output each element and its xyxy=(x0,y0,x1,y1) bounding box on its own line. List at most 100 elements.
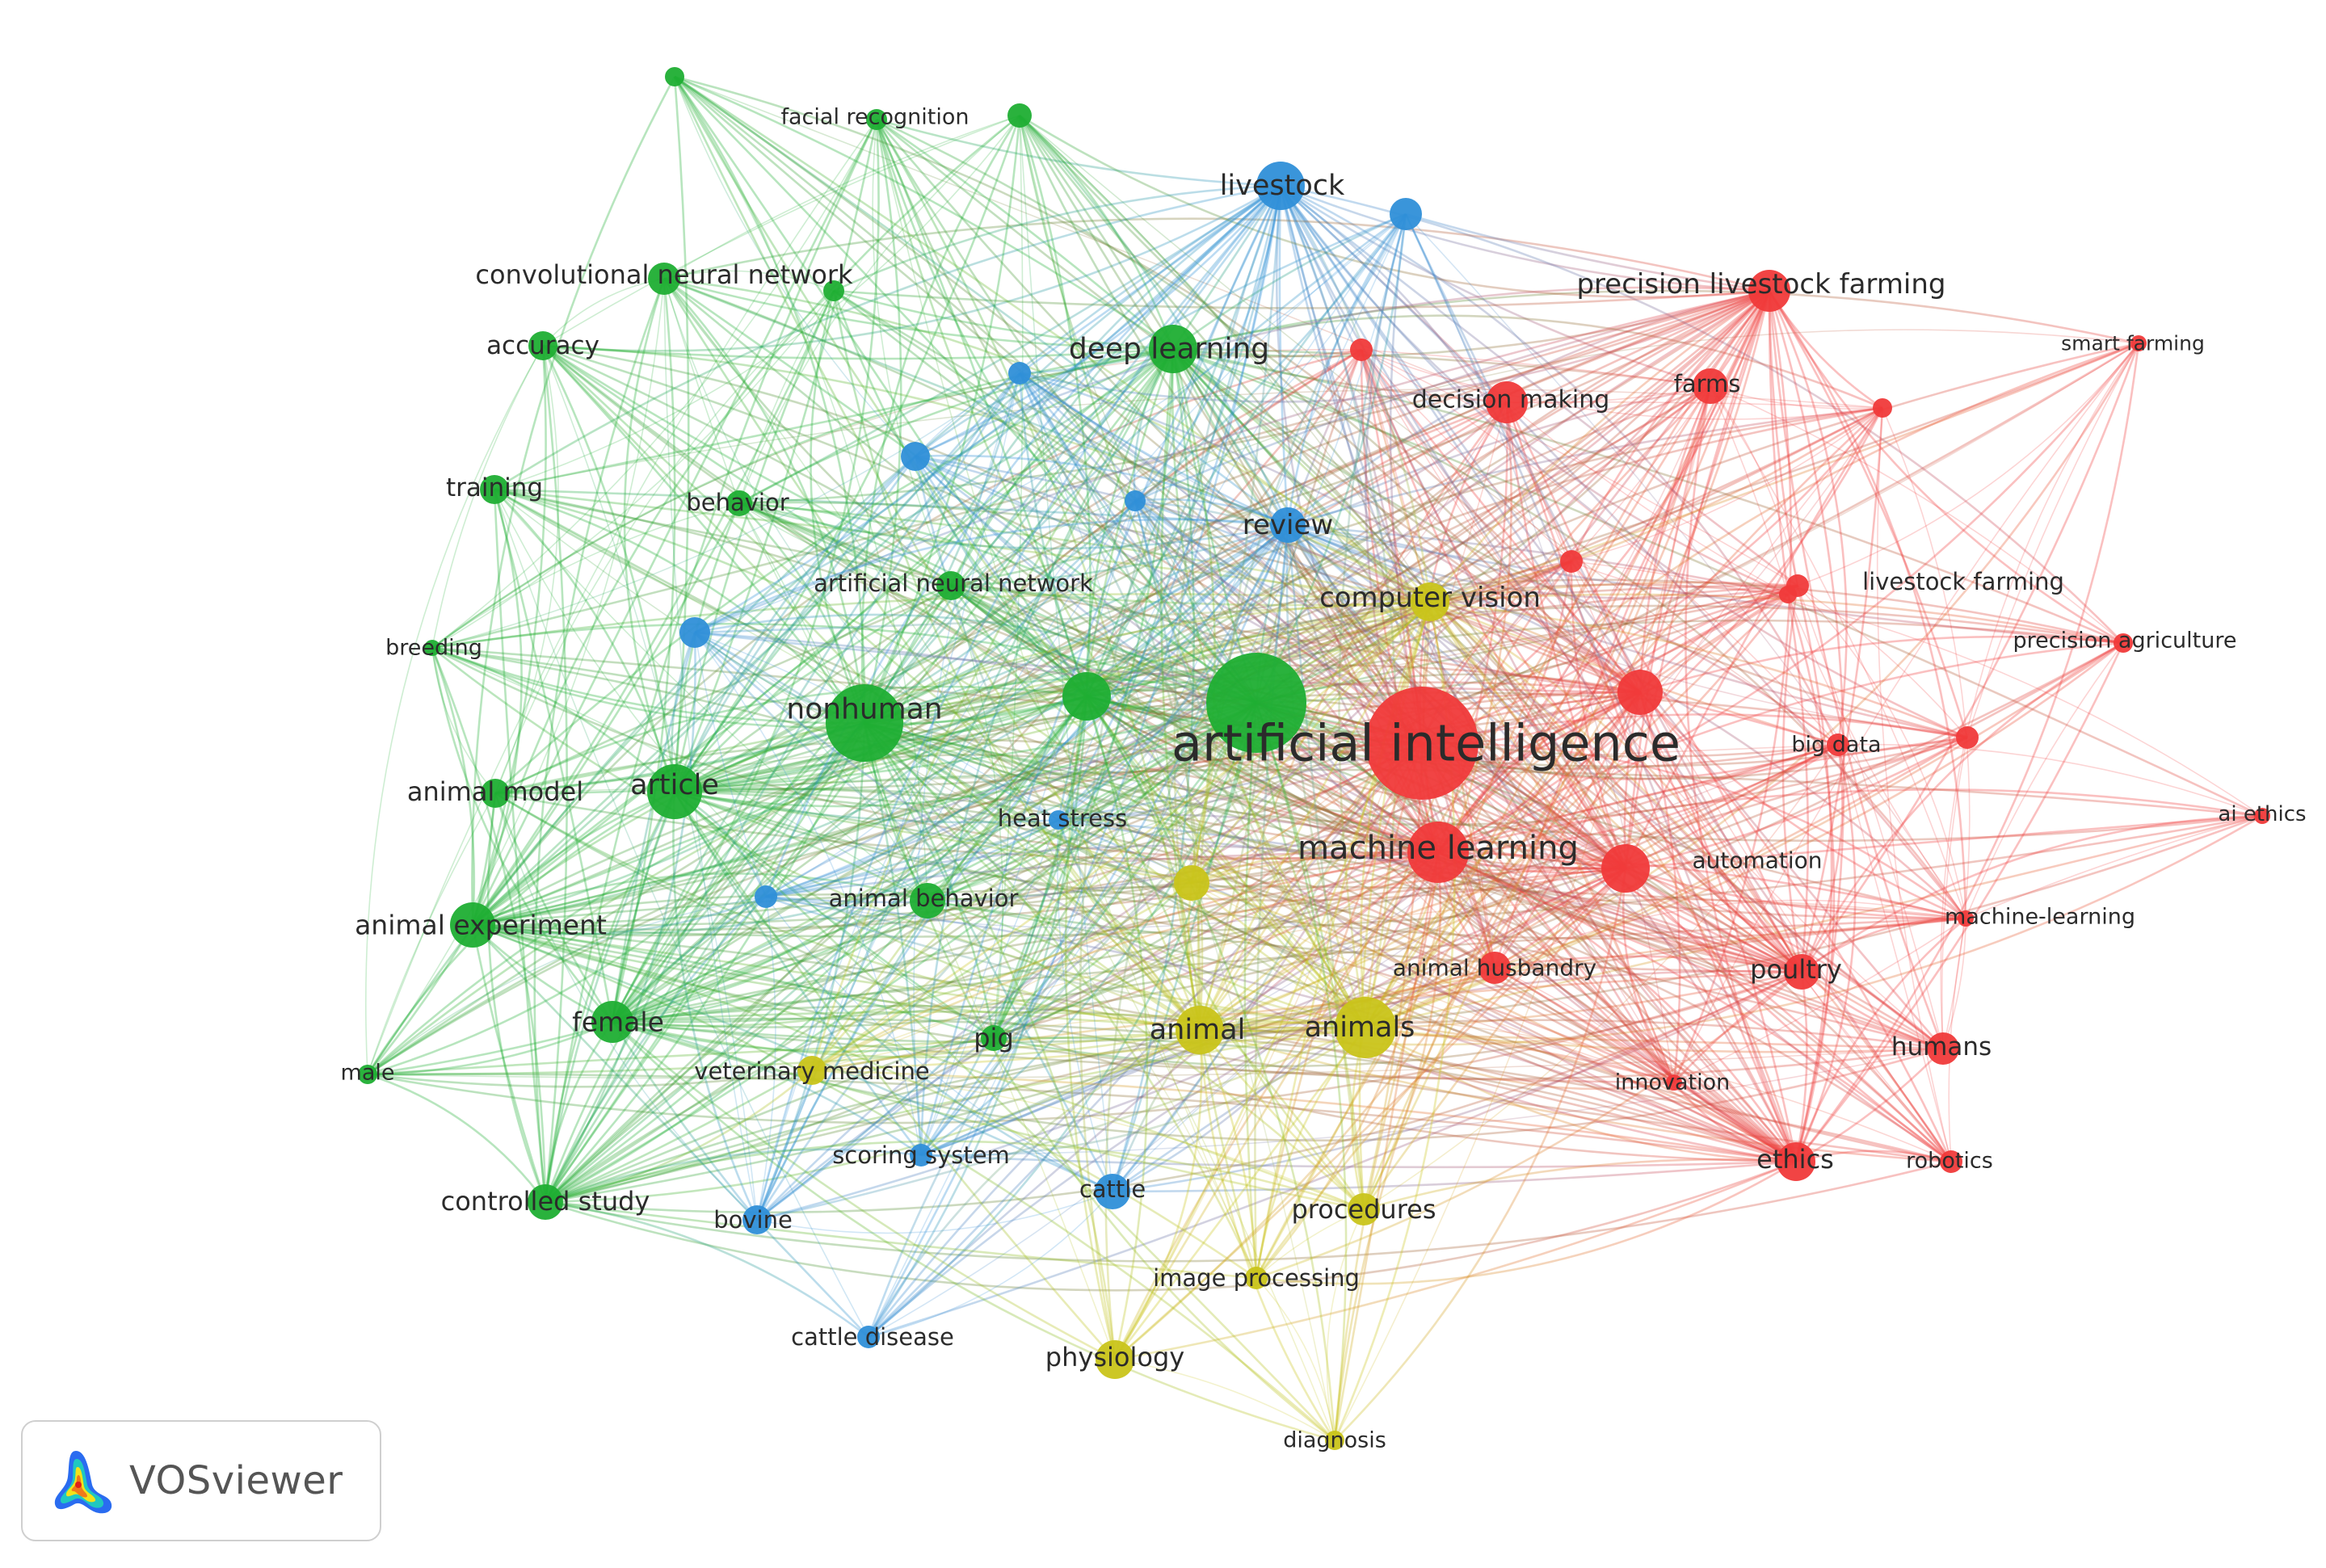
node-g3[interactable] xyxy=(823,280,844,301)
node-dm[interactable] xyxy=(1486,381,1528,423)
network-link xyxy=(472,695,1087,927)
node-review[interactable] xyxy=(1270,507,1306,543)
network-link xyxy=(1019,115,1175,350)
node-plf[interactable] xyxy=(1748,270,1790,312)
node-diag[interactable] xyxy=(1325,1431,1344,1450)
node-ml[interactable] xyxy=(1407,822,1469,883)
network-link xyxy=(1404,213,1803,973)
node-b1[interactable] xyxy=(1390,198,1422,230)
node-proc[interactable] xyxy=(1348,1193,1380,1225)
node-farms[interactable] xyxy=(1693,368,1728,404)
node-livestock[interactable] xyxy=(1256,162,1305,210)
node-vet[interactable] xyxy=(797,1056,827,1085)
network-link xyxy=(1333,290,1771,1441)
node-b4[interactable] xyxy=(1125,490,1146,511)
network-link xyxy=(1768,290,1945,1049)
network-link xyxy=(1494,967,1675,1083)
node-article[interactable] xyxy=(647,764,702,819)
node-label-humans: humans xyxy=(1891,1032,1992,1061)
node-ah[interactable] xyxy=(1478,952,1511,984)
node-gmid[interactable] xyxy=(1062,672,1111,721)
node-b2[interactable] xyxy=(1008,362,1031,385)
node-cdis[interactable] xyxy=(857,1326,880,1348)
node-label-cv: computer vision xyxy=(1319,582,1541,614)
node-cstudy[interactable] xyxy=(528,1184,563,1220)
node-pig[interactable] xyxy=(981,1025,1007,1051)
node-animals[interactable] xyxy=(1335,997,1396,1058)
node-face[interactable] xyxy=(866,109,887,130)
node-y1[interactable] xyxy=(1174,865,1209,901)
network-link xyxy=(545,1160,1797,1292)
network-link xyxy=(1279,185,1803,973)
node-label-pa: precision agriculture xyxy=(2013,628,2237,654)
node-ethics[interactable] xyxy=(1777,1142,1815,1181)
node-innov[interactable] xyxy=(1666,1074,1682,1091)
node-breed[interactable] xyxy=(424,640,440,656)
node-smart[interactable] xyxy=(2130,335,2147,351)
network-link xyxy=(494,184,1281,491)
node-phys[interactable] xyxy=(1096,1340,1134,1379)
node-r2[interactable] xyxy=(1617,670,1663,715)
network-link xyxy=(867,600,1431,1338)
network-link xyxy=(471,290,835,926)
node-animal[interactable] xyxy=(1176,1006,1224,1054)
node-r3[interactable] xyxy=(1560,550,1583,573)
node-r1[interactable] xyxy=(1350,338,1373,361)
node-ai[interactable] xyxy=(1365,687,1478,800)
network-link xyxy=(1334,868,1627,1441)
node-humans[interactable] xyxy=(1927,1032,1959,1065)
node-cnn[interactable] xyxy=(648,263,680,295)
node-g1[interactable] xyxy=(665,67,684,86)
node-mldash[interactable] xyxy=(1958,910,1974,927)
network-link xyxy=(765,851,1439,898)
node-female[interactable] xyxy=(591,1001,633,1043)
network-link xyxy=(472,895,767,935)
node-auto[interactable] xyxy=(1601,844,1650,893)
node-train[interactable] xyxy=(480,475,509,504)
node-behav[interactable] xyxy=(726,490,752,516)
node-cv[interactable] xyxy=(1411,582,1449,621)
network-link xyxy=(1362,692,1642,1210)
network-link xyxy=(694,518,1289,634)
network-link xyxy=(472,584,952,926)
node-aexp[interactable] xyxy=(450,902,495,948)
node-b3[interactable] xyxy=(901,442,930,471)
node-cattle[interactable] xyxy=(1095,1174,1130,1209)
node-male[interactable] xyxy=(358,1065,377,1084)
network-link xyxy=(694,632,1257,1279)
network-link xyxy=(544,372,1021,1203)
node-amodel[interactable] xyxy=(481,779,510,808)
node-score[interactable] xyxy=(910,1144,932,1167)
network-link xyxy=(1405,213,1675,1083)
node-nonhuman[interactable] xyxy=(826,684,903,762)
node-imgp[interactable] xyxy=(1245,1267,1268,1289)
network-link xyxy=(1326,1209,1365,1441)
node-label-cnn: convolutional neural network xyxy=(475,259,853,290)
node-g2[interactable] xyxy=(1007,103,1032,128)
node-dl[interactable] xyxy=(1149,325,1197,373)
network-link xyxy=(674,76,1257,704)
node-label-farms: farms xyxy=(1674,370,1741,397)
node-robot[interactable] xyxy=(1940,1150,1962,1173)
node-heat[interactable] xyxy=(1049,810,1068,830)
node-gbig[interactable] xyxy=(1206,653,1306,753)
network-link xyxy=(612,1021,1335,1442)
node-poultry[interactable] xyxy=(1784,954,1819,990)
node-bigdata[interactable] xyxy=(1827,734,1849,756)
node-aiethics[interactable] xyxy=(2254,808,2270,824)
node-bovine[interactable] xyxy=(742,1205,772,1234)
node-acc[interactable] xyxy=(528,331,557,360)
node-ann[interactable] xyxy=(936,571,965,600)
node-b6[interactable] xyxy=(755,885,777,908)
node-r4[interactable] xyxy=(1873,398,1892,418)
network-link xyxy=(673,76,1366,1028)
node-b5[interactable] xyxy=(679,617,710,648)
network-link xyxy=(1114,401,1508,1360)
network-link xyxy=(920,601,1431,1156)
node-pa[interactable] xyxy=(2114,633,2133,653)
node-abehav[interactable] xyxy=(910,883,945,919)
node-r5[interactable] xyxy=(1779,586,1797,603)
network-link xyxy=(431,647,476,926)
node-r6[interactable] xyxy=(1956,726,1979,749)
